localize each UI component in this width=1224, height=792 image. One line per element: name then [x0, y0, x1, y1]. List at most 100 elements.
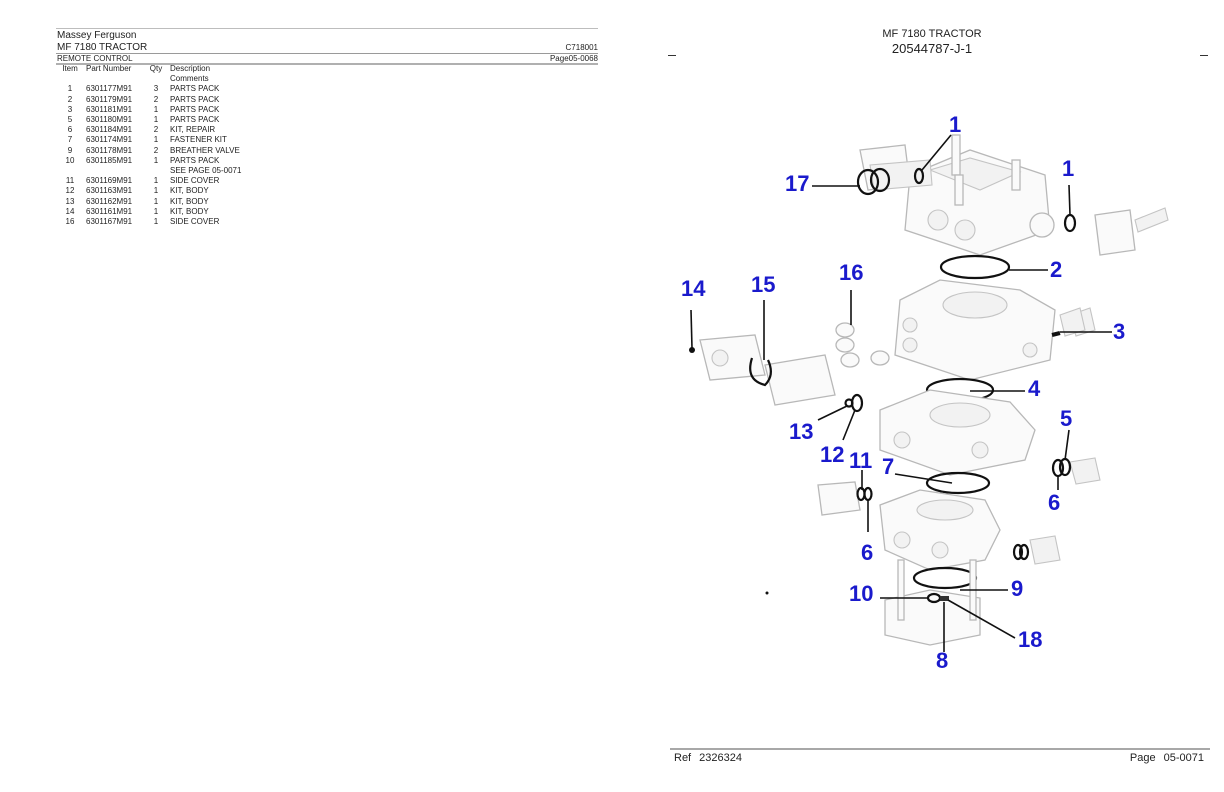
row-item: 5 [67, 115, 73, 125]
row-part-number: 6301180M91 [86, 115, 133, 125]
exploded-diagram: 1 1 17 2 16 14 15 3 4 13 12 5 11 7 6 6 1… [681, 112, 1169, 673]
row-qty: 2 [153, 125, 159, 135]
row-item: 1 [67, 84, 73, 94]
row-description: PARTS PACK [170, 84, 220, 94]
row-description: PARTS PACK [170, 115, 220, 125]
row-qty: 1 [153, 115, 159, 125]
callout-6b: 6 [861, 540, 873, 565]
callout-1b: 1 [1062, 156, 1074, 181]
row-part-number: 6301162M91 [86, 196, 133, 206]
row-item: 12 [65, 186, 75, 196]
col-comments: Comments [170, 74, 209, 84]
plug-item-3 [1051, 331, 1061, 337]
col-description: Description [170, 64, 211, 73]
callout-3: 3 [1113, 319, 1125, 344]
callout-12: 12 [820, 442, 844, 467]
row-description: SIDE COVER [170, 217, 220, 227]
col-part-number: Part Number [86, 64, 132, 73]
bottom-valve-body [817, 481, 1061, 571]
row-item: 6 [67, 125, 73, 135]
row-part-number: 6301179M91 [86, 94, 133, 104]
o-ring-item-6a [863, 486, 873, 502]
table-row: 1 6301177M91 3 PARTS PACK [56, 84, 290, 94]
row-item: 7 [67, 135, 73, 145]
table-header-row: Item Part Number Qty Description [56, 64, 290, 74]
page-reference: Page05-0068 [549, 54, 598, 63]
callout-15: 15 [751, 272, 775, 297]
ref-value: 2326324 [699, 752, 742, 764]
o-ring-item-1b [1063, 213, 1077, 233]
row-item: 2 [67, 94, 73, 104]
row-part-number: 6301174M91 [86, 135, 133, 145]
row-description: KIT, REPAIR [170, 125, 216, 135]
footer-ref: Ref 2326324 [674, 752, 750, 764]
callout-10: 10 [849, 581, 873, 606]
callout-6a: 6 [1048, 490, 1060, 515]
o-ring-item-1a [913, 167, 925, 185]
callout-8: 8 [936, 648, 948, 673]
row-part-number: 6301178M91 [86, 145, 133, 155]
row-part-number: 6301169M91 [86, 176, 133, 186]
row-item: 10 [65, 155, 75, 165]
callout-labels: 1 1 17 2 16 14 15 3 4 13 12 5 11 7 6 6 1… [681, 112, 1125, 673]
row-item: 13 [65, 196, 75, 206]
row-qty: 1 [153, 186, 159, 196]
header-rule-top [56, 28, 598, 29]
table-row: 5 6301180M91 1 PARTS PACK [56, 115, 290, 125]
ref-label: Ref [674, 752, 692, 764]
lower-valve-body [879, 389, 1101, 485]
o-ring-item-17 [856, 167, 891, 196]
header-rule-bottom [56, 63, 598, 65]
callout-11: 11 [849, 448, 872, 473]
footer-rule [670, 748, 1210, 750]
row-item: 16 [65, 217, 75, 227]
row-qty: 3 [153, 84, 159, 94]
row-qty: 1 [153, 196, 159, 206]
row-description: KIT, BODY [170, 206, 209, 216]
row-qty: 1 [153, 176, 159, 186]
table-row: 2 6301179M91 2 PARTS PACK [56, 95, 290, 105]
callout-2: 2 [1050, 257, 1062, 282]
row-comment: SEE PAGE 05-0071 [170, 166, 242, 176]
row-qty: 1 [153, 135, 159, 145]
fittings-item-16 [835, 322, 890, 368]
row-item: 14 [65, 206, 75, 216]
row-part-number: 6301177M91 [86, 84, 133, 94]
row-description: PARTS PACK [170, 155, 220, 165]
seal-ring-item-2 [939, 254, 1011, 280]
drawing-number: 20544787-J-1 [891, 41, 973, 56]
row-item: 9 [67, 145, 73, 155]
row-description: KIT, BODY [170, 196, 209, 206]
parts-table: Item Part Number Qty Description Comment… [56, 64, 290, 227]
seal-item-18 [940, 596, 949, 601]
margin-mark-right [1200, 55, 1208, 56]
catalog-code: C718001 [565, 43, 598, 52]
section-title: REMOTE CONTROL [57, 54, 133, 63]
row-part-number: 6301167M91 [86, 217, 133, 227]
callout-7: 7 [882, 454, 894, 479]
row-qty: 2 [153, 94, 159, 104]
page-value: 05-0071 [1163, 752, 1204, 764]
row-item: 3 [67, 104, 73, 114]
leader-lines [690, 134, 1112, 652]
callout-4: 4 [1028, 376, 1041, 401]
row-qty: 1 [153, 206, 159, 216]
row-description: KIT, BODY [170, 186, 209, 196]
callout-16: 16 [839, 260, 863, 285]
side-cover-assembly-left [699, 334, 836, 406]
stray-mark [765, 591, 769, 595]
row-description: PARTS PACK [170, 94, 220, 104]
table-row-comment: SEE PAGE 05-0071 [56, 166, 290, 176]
callout-9: 9 [1011, 576, 1023, 601]
o-ring-item-6c [1012, 543, 1024, 561]
header-rule-mid [56, 53, 598, 54]
